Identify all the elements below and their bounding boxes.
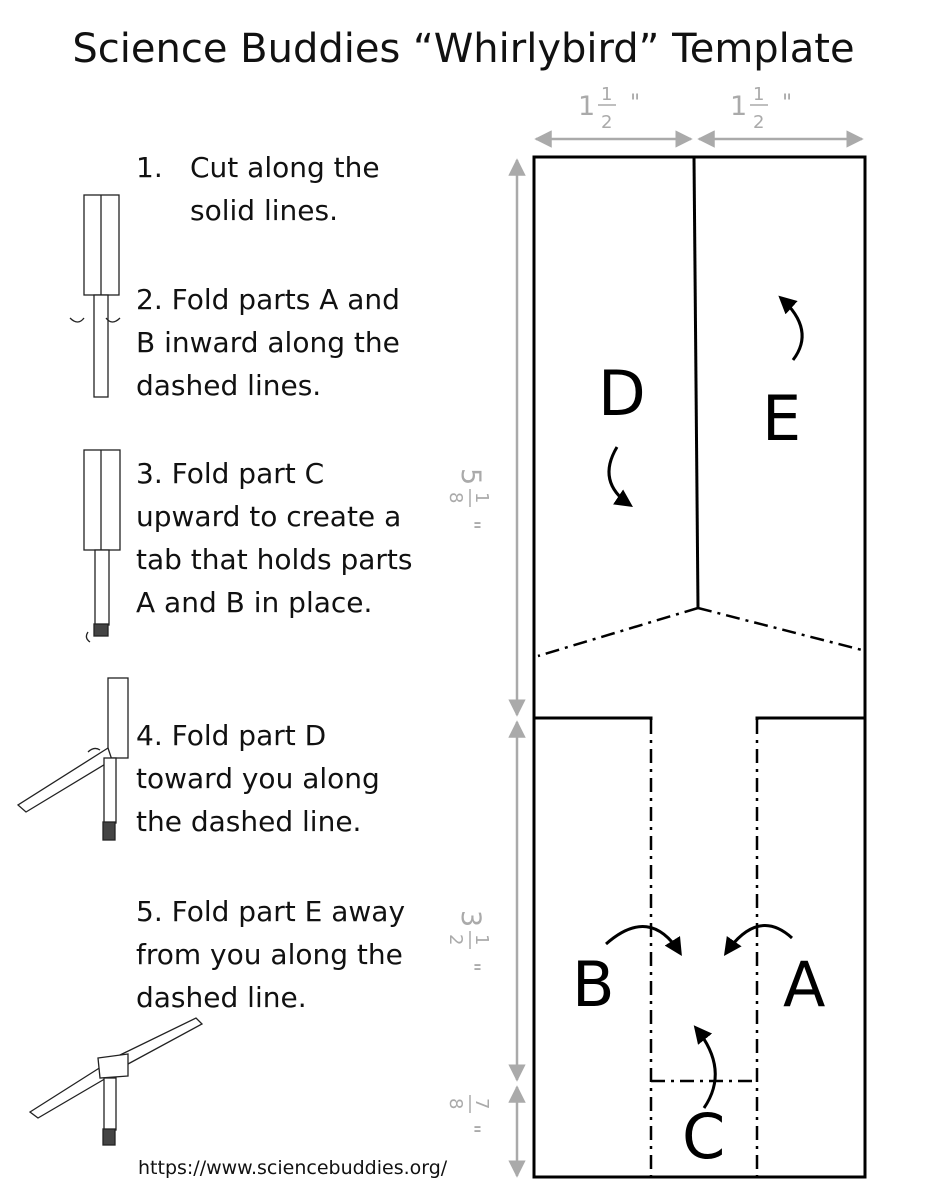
fold-line-d: [537, 606, 699, 658]
step-2: 2. Fold parts A and B inward along the d…: [136, 278, 400, 407]
lower-height-label: 3 1 2 ": [445, 910, 492, 972]
step-1-line-2: solid lines.: [190, 194, 338, 227]
step-4-line-1: 4. Fold part D: [136, 719, 327, 752]
upper-height-label: 5 1 8 ": [445, 468, 492, 530]
illustration-step-5-icon: [28, 1017, 204, 1146]
step-3: 3. Fold part C upward to create a tab th…: [136, 452, 413, 624]
width-right-den: 2: [753, 112, 764, 133]
width-dimension: 1 1 2 " 1 1 2 ": [534, 84, 864, 148]
step-1-number: 1.: [136, 151, 163, 184]
step-5-line-1: 5. Fold part E away: [136, 895, 406, 928]
left-notch-cut: [534, 716, 653, 720]
illustrations: [16, 194, 204, 1146]
width-left-den: 2: [601, 112, 612, 133]
part-d-label: D: [598, 357, 646, 430]
tab-height-num: 7: [471, 1098, 492, 1109]
lower-height-den: 2: [445, 934, 466, 945]
blade-cut-line: [692, 156, 700, 609]
fold-arrow-c-icon: [693, 1025, 717, 1109]
template-outline: [532, 155, 867, 1179]
step-5-line-3: dashed line.: [136, 981, 307, 1014]
width-right-whole: 1: [730, 91, 747, 122]
source-url: https://www.sciencebuddies.org/: [138, 1157, 448, 1179]
upper-height-num: 1: [471, 492, 492, 503]
fold-arrow-e-icon: [778, 295, 804, 361]
part-a-label: A: [783, 948, 825, 1021]
width-left-unit: ": [630, 91, 640, 116]
step-4-line-2: toward you along: [136, 762, 380, 795]
lower-height-whole: 3: [455, 910, 486, 927]
upper-height-whole: 5: [455, 468, 486, 485]
upper-height-unit: ": [458, 520, 483, 530]
width-left-num: 1: [601, 84, 612, 105]
step-4-line-3: the dashed line.: [136, 805, 362, 838]
tab-height-label: 7 8 ": [445, 1095, 492, 1134]
fold-arrow-b-icon: [605, 925, 682, 957]
height-dimension: 5 1 8 " 3 1 2 " 7 8 ": [445, 158, 526, 1178]
fold-line-e: [697, 606, 863, 652]
template-border: [532, 155, 867, 1179]
step-3-line-4: A and B in place.: [136, 586, 373, 619]
width-right-num: 1: [753, 84, 764, 105]
part-b-label: B: [572, 948, 615, 1021]
part-c-label: C: [682, 1100, 725, 1173]
illustration-step-4-icon: [16, 677, 129, 841]
lower-height-unit: ": [458, 962, 483, 972]
fold-arrow-a-icon: [723, 924, 794, 956]
fold-lines: [537, 606, 863, 1177]
step-4: 4. Fold part D toward you along the dash…: [136, 714, 380, 843]
step-5: 5. Fold part E away from you along the d…: [136, 890, 405, 1019]
step-3-line-1: 3. Fold part C: [136, 457, 325, 490]
right-notch-cut: [755, 716, 865, 720]
tab-height-den: 8: [445, 1098, 466, 1109]
step-5-line-2: from you along the: [136, 938, 403, 971]
step-2-line-1: 2. Fold parts A and: [136, 283, 400, 316]
step-2-line-2: B inward along the: [136, 326, 400, 359]
part-e-label: E: [762, 382, 801, 455]
step-3-line-3: tab that holds parts: [136, 543, 413, 576]
tab-height-unit: ": [458, 1124, 483, 1134]
illustration-step-1-icon: [83, 194, 120, 398]
page-title: Science Buddies “Whirlybird” Template: [72, 26, 855, 72]
fold-arrow-d-icon: [607, 446, 633, 508]
width-left-whole: 1: [578, 91, 595, 122]
step-2-line-3: dashed lines.: [136, 369, 322, 402]
step-1: 1. Cut along the solid lines.: [136, 146, 380, 232]
step-1-line-1: Cut along the: [190, 151, 380, 184]
width-right-unit: ": [782, 91, 792, 116]
upper-height-den: 8: [445, 492, 466, 503]
illustration-step-2-icon: [69, 317, 121, 643]
lower-height-num: 1: [471, 934, 492, 945]
step-3-line-2: upward to create a: [136, 500, 402, 533]
